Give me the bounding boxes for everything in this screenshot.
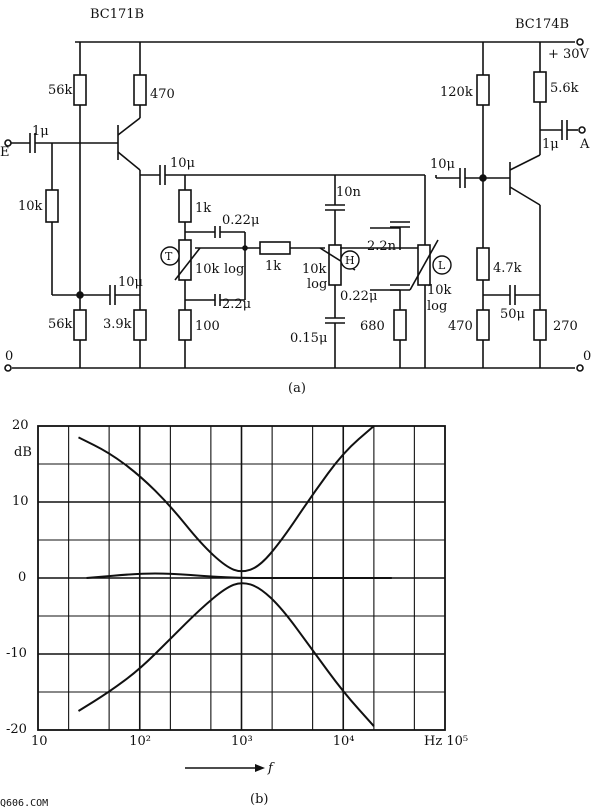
- label-supply: + 30V: [548, 47, 589, 62]
- label-r56k-bot: 56k: [48, 317, 73, 332]
- label-c10-couple: 10μ: [170, 156, 195, 171]
- label-c22-a: 2.2μ: [222, 297, 252, 312]
- control-circle-h: [340, 250, 360, 270]
- label-c10-right: 10μ: [430, 157, 455, 172]
- frequency-arrow-head: [255, 764, 265, 772]
- y-tick-label: -10: [6, 646, 27, 661]
- label-r1k-b: 1k: [265, 259, 282, 274]
- x-tick-label: Hz 10⁵: [424, 734, 469, 749]
- series-line-2: [86, 572, 392, 579]
- label-ground-left: 0: [5, 349, 14, 364]
- y-tick-label: 20: [12, 418, 29, 433]
- series-line-3: [77, 582, 375, 727]
- control-label-h: H: [345, 254, 355, 267]
- label-input: E: [0, 145, 10, 160]
- caption-a: (a): [288, 381, 306, 396]
- label-r4-7k: 4.7k: [493, 261, 522, 276]
- label-c10n: 10n: [336, 185, 361, 200]
- control-circle-t: [160, 246, 180, 266]
- label-output: A: [580, 137, 590, 152]
- x-tick-label: 10⁴: [332, 734, 355, 749]
- resistor-56k-top: [73, 74, 87, 106]
- chart-lines: [77, 425, 392, 727]
- label-pot-h: 10k: [302, 262, 327, 277]
- caption-b: (b): [250, 792, 269, 807]
- y-tick-label: 10: [12, 494, 29, 509]
- control-label-l: L: [438, 259, 446, 272]
- label-pot-l: 10k: [427, 283, 452, 298]
- label-c015: 0.15μ: [290, 331, 328, 346]
- label-c10-mid: 10μ: [118, 275, 143, 290]
- label-r470-bot: 470: [448, 319, 473, 334]
- label-r10k-fb: 10k: [18, 199, 43, 214]
- x-tick-label: 10: [31, 734, 48, 749]
- label-pot-t-log: log: [224, 262, 245, 277]
- label-c1-out: 1μ: [542, 137, 559, 152]
- label-r100: 100: [195, 319, 220, 334]
- control-circle-l: [432, 255, 452, 275]
- label-pot-t: 10k: [195, 262, 220, 277]
- label-r3-9k: 3.9k: [103, 317, 132, 332]
- label-pot-l-log: log: [427, 299, 448, 314]
- label-r270: 270: [553, 319, 578, 334]
- watermark: Q606.COM: [0, 798, 49, 809]
- label-r680: 680: [360, 319, 385, 334]
- label-bc174b: BC174B: [515, 17, 570, 32]
- label-ground-right: 0: [583, 349, 592, 364]
- y-tick-label: -20: [6, 722, 27, 737]
- circuit-wires: [4, 38, 586, 372]
- label-r120k: 120k: [440, 85, 473, 100]
- label-c22n: 2.2n: [367, 239, 397, 254]
- chart-ylabel: dB: [14, 445, 32, 460]
- y-tick-label: 0: [18, 570, 27, 585]
- label-r1k-a: 1k: [195, 201, 212, 216]
- label-bc171b: BC171B: [90, 7, 145, 22]
- label-r5-6k: 5.6k: [550, 81, 579, 96]
- label-r56k-top: 56k: [48, 83, 73, 98]
- chart-arrow-label: f: [268, 761, 273, 776]
- label-pot-h-log: log: [307, 277, 328, 292]
- label-c-in: 1μ: [32, 124, 49, 139]
- label-c022-a: 0.22μ: [222, 213, 260, 228]
- label-r470-top: 470: [150, 87, 175, 102]
- label-c50: 50μ: [500, 307, 525, 322]
- x-tick-label: 10³: [231, 734, 253, 749]
- control-label-t: T: [165, 250, 173, 263]
- x-tick-label: 10²: [129, 734, 152, 749]
- series-line-1: [78, 425, 375, 573]
- label-c022-b: 0.22μ: [340, 289, 378, 304]
